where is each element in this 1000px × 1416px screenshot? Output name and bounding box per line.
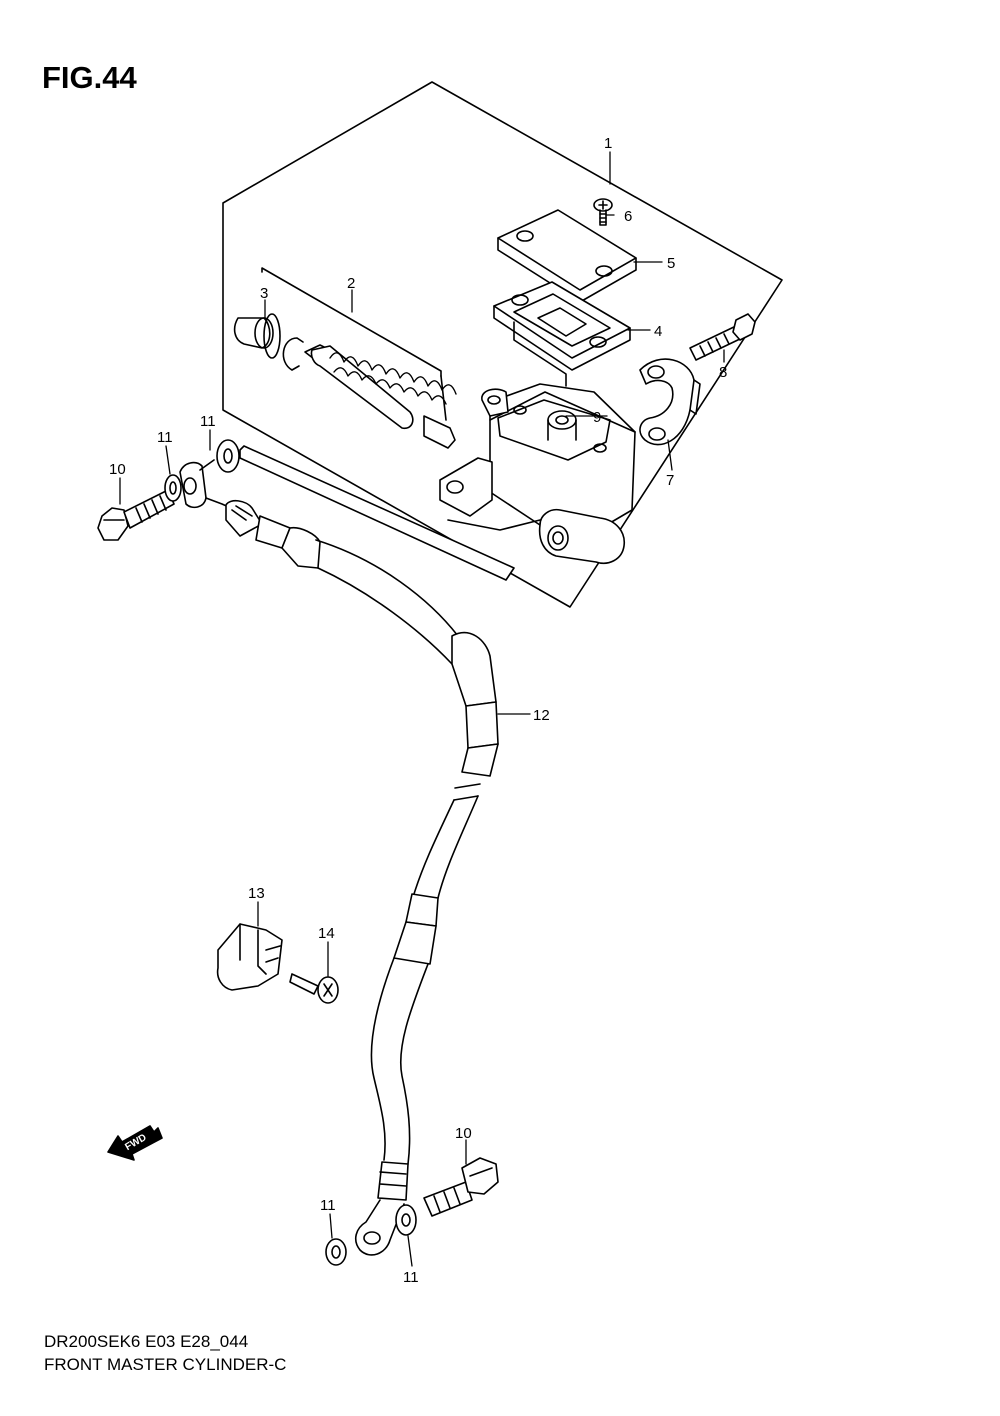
callout-2: 2	[347, 275, 355, 292]
part-5-reservoir-cap	[497, 209, 637, 303]
callout-11-top-right: 11	[200, 413, 216, 430]
callout-3: 3	[260, 285, 268, 302]
callout-11-bottom-right: 11	[403, 1269, 419, 1286]
part-8-bolt	[689, 313, 756, 361]
figure-caption: FRONT MASTER CYLINDER-C	[44, 1355, 287, 1374]
part-3-boot	[233, 313, 281, 359]
callout-11-top-left: 11	[157, 429, 173, 446]
callout-9: 9	[593, 409, 601, 426]
callout-4: 4	[654, 323, 662, 340]
part-4-diaphragm	[493, 281, 631, 387]
part-6-screw	[593, 198, 613, 226]
callout-13: 13	[248, 885, 265, 902]
callout-12: 12	[533, 707, 550, 724]
circlip	[282, 337, 304, 371]
bottom-banjo-assembly	[325, 1157, 499, 1266]
leader-lines	[119, 151, 725, 1267]
callout-14: 14	[318, 925, 335, 942]
callout-6: 6	[624, 208, 632, 225]
model-code: DR200SEK6 E03 E28_044	[44, 1332, 249, 1351]
callout-10-top: 10	[109, 461, 126, 478]
guide-bar	[239, 445, 515, 581]
piston-spring	[304, 344, 457, 449]
top-banjo-assembly	[97, 439, 241, 541]
fwd-arrow-icon: FWD	[107, 1125, 163, 1161]
brake-hose	[225, 499, 499, 1256]
figure-title: FIG.44	[42, 60, 137, 95]
callout-1: 1	[604, 135, 612, 152]
part-7-clamp	[639, 358, 701, 446]
master-cylinder-body	[439, 383, 636, 564]
callout-11-bottom-left: 11	[320, 1197, 336, 1214]
callout-8: 8	[719, 364, 727, 381]
piston-kit-bracket	[261, 267, 447, 421]
figure-footer: DR200SEK6 E03 E28_044 FRONT MASTER CYLIN…	[44, 1330, 286, 1376]
callout-10-bottom: 10	[455, 1125, 472, 1142]
assembly-outline	[222, 81, 783, 608]
callout-5: 5	[667, 255, 675, 272]
callout-7: 7	[666, 472, 674, 489]
part-13-hose-clamp	[216, 923, 283, 991]
callout-labels: 1 2 3 4 5 6 7 8 9 10 10 11 11 11 11 12 1…	[109, 135, 727, 1286]
part-14-screw	[289, 973, 339, 1004]
